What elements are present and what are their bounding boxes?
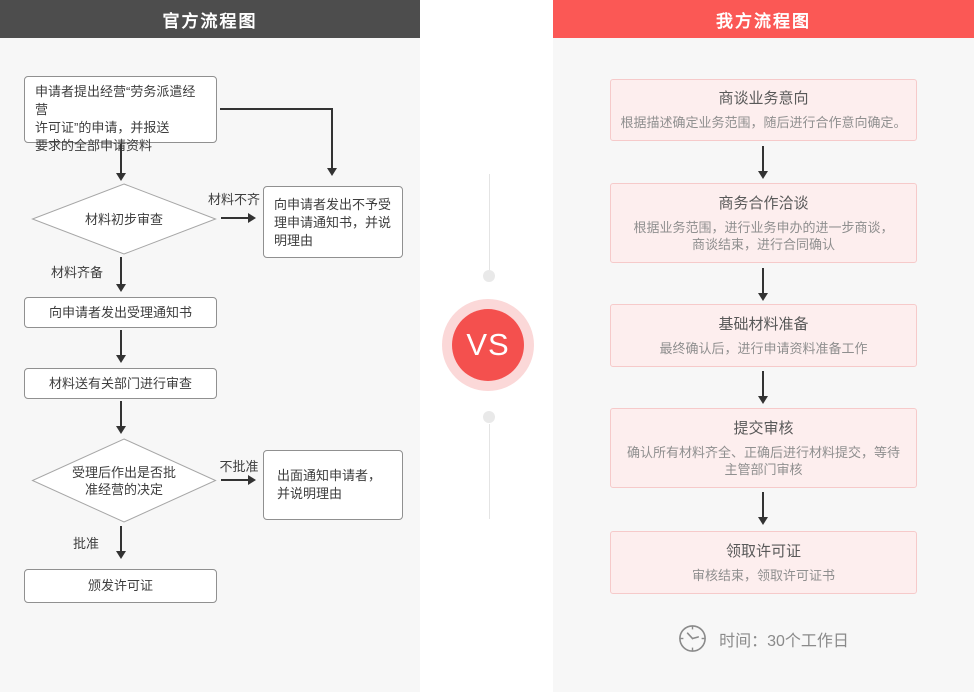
edge-label-incomplete: 材料不齐 (207, 192, 260, 207)
flow-line (221, 217, 249, 219)
flow-line (120, 144, 122, 174)
decision-diamond-label: 受理后作出是否批 准经营的决定 (71, 464, 176, 497)
step-card-3: 基础材料准备 最终确认后，进行申请资料准备工作 (610, 304, 917, 367)
arrowhead-right-icon (248, 475, 256, 485)
arrowhead-down-icon (116, 355, 126, 363)
official-flow-title: 官方流程图 (162, 11, 258, 31)
step-desc: 审核结束，领取许可证书 (691, 567, 835, 583)
vs-label: VS (466, 327, 510, 362)
step-title: 提交审核 (733, 419, 794, 437)
step-card-1: 商谈业务意向 根据描述确定业务范围，随后进行合作意向确定。 (610, 79, 917, 141)
edge-label-approved: 批准 (72, 536, 99, 551)
flow-line (762, 268, 764, 294)
arrowhead-down-icon (116, 426, 126, 434)
edge-label-not-approved: 不批准 (219, 459, 259, 474)
notify-box: 出面通知申请者， 并说明理由 (263, 450, 403, 520)
official-flow-panel: 官方流程图 申请者提出经营“劳务派遣经营 许可证”的申请，并报送 要求的全部申请… (0, 0, 420, 692)
step-title: 商谈业务意向 (718, 90, 809, 107)
vs-badge-core: VS (452, 309, 524, 381)
clock-icon (679, 625, 706, 652)
flow-elbow-line (331, 108, 333, 169)
divider-line-bottom (489, 424, 490, 519)
our-flow-header: 我方流程图 (553, 0, 974, 38)
flow-elbow-line (220, 108, 333, 110)
arrowhead-down-icon (116, 284, 126, 292)
step-title: 商务合作洽谈 (718, 194, 809, 212)
time-note-row: 时间：30个工作日 (553, 624, 974, 653)
edge-label-complete: 材料齐备 (50, 265, 103, 280)
arrowhead-down-icon (758, 517, 768, 525)
step-desc: 根据业务范围，进行业务申办的进一步商谈， 商谈结束，进行合同确认 (633, 219, 894, 252)
arrowhead-down-icon (758, 171, 768, 179)
flow-line (762, 371, 764, 397)
accept-box: 向申请者发出受理通知书 (24, 297, 217, 328)
flow-line (120, 401, 122, 427)
step-card-5: 领取许可证 审核结束，领取许可证书 (610, 531, 917, 594)
license-box: 颁发许可证 (24, 569, 217, 603)
our-flow-title: 我方流程图 (716, 11, 811, 31)
divider-line-top (489, 174, 490, 271)
flow-line (120, 257, 122, 285)
our-flow-panel: 我方流程图 商谈业务意向 根据描述确定业务范围，随后进行合作意向确定。 商务合作… (553, 0, 974, 692)
arrowhead-down-icon (116, 173, 126, 181)
flow-line (221, 479, 249, 481)
step-title: 领取许可证 (725, 542, 801, 560)
arrowhead-down-icon (758, 396, 768, 404)
dept-review-box: 材料送有关部门进行审查 (24, 368, 217, 399)
time-note: 时间：30个工作日 (719, 632, 849, 650)
divider-dot-top (483, 270, 495, 282)
review1-diamond-label: 材料初步审查 (84, 211, 163, 227)
step-title: 基础材料准备 (718, 315, 809, 333)
reject-box: 向申请者发出不予受 理申请通知书，并说 明理由 (263, 186, 403, 258)
flow-line (762, 492, 764, 518)
vs-badge: VS (442, 299, 534, 391)
diamond-shape (31, 183, 217, 255)
diamond-shape (31, 438, 217, 523)
flow-line (120, 330, 122, 356)
step-card-2: 商务合作洽谈 根据业务范围，进行业务申办的进一步商谈， 商谈结束，进行合同确认 (610, 183, 917, 263)
decision-diamond: 受理后作出是否批 准经营的决定 (31, 438, 217, 523)
flow-line (762, 146, 764, 172)
divider-dot-bottom (483, 411, 495, 423)
apply-box: 申请者提出经营“劳务派遣经营 许可证”的申请，并报送 要求的全部申请资料 (24, 76, 217, 153)
arrowhead-down-icon (327, 168, 337, 176)
step-desc: 根据描述确定业务范围，随后进行合作意向确定。 (620, 115, 907, 130)
step-card-4: 提交审核 确认所有材料齐全、正确后进行材料提交，等待 主管部门审核 (610, 408, 917, 488)
flow-line (120, 526, 122, 552)
step-desc: 确认所有材料齐全、正确后进行材料提交，等待 主管部门审核 (626, 444, 900, 477)
official-flow-header: 官方流程图 (0, 0, 420, 38)
arrowhead-down-icon (758, 293, 768, 301)
review1-diamond: 材料初步审查 (31, 183, 217, 255)
step-desc: 最终确认后，进行申请资料准备工作 (659, 340, 868, 356)
arrowhead-right-icon (248, 213, 256, 223)
arrowhead-down-icon (116, 551, 126, 559)
